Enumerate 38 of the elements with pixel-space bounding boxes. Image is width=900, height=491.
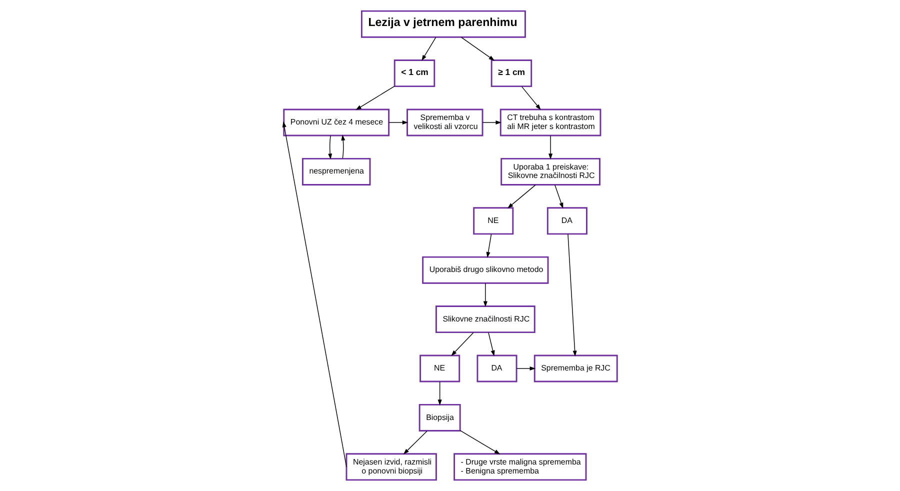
node-box: NE: [472, 207, 514, 235]
arrow: [567, 234, 576, 357]
node-box: - Druge vrste maligna sprememba - Benigna sprememba: [453, 453, 586, 481]
arrow: [402, 430, 427, 454]
arrow: [340, 134, 345, 159]
node-box: DA: [546, 207, 587, 235]
arrow: [355, 86, 394, 110]
arrow: [459, 430, 500, 454]
node-box: nespremenjena: [301, 158, 370, 186]
node-box: DA: [476, 354, 517, 382]
arrow: [282, 121, 346, 468]
node-box: Biopsija: [418, 404, 460, 432]
arrow: [437, 381, 442, 406]
node-box: NE: [419, 354, 460, 382]
node-box: Sprememba je RJC: [533, 354, 618, 382]
arrow: [482, 283, 487, 308]
arrow: [460, 37, 494, 61]
node-box: < 1 cm: [393, 60, 435, 88]
node-box: Sprememba v velikosti ali vzorcu: [406, 108, 483, 136]
arrow: [516, 366, 536, 371]
arrow: [520, 86, 540, 110]
arrow: [554, 184, 563, 209]
node-box: Uporaba 1 preiskave: Slikovne značilnosti RJC: [500, 158, 600, 186]
arrow: [421, 37, 436, 61]
arrow: [486, 234, 492, 258]
arrow: [328, 135, 332, 160]
node-box: Lezija v jetrnem parenhimu: [360, 10, 526, 38]
arrow: [450, 332, 474, 356]
node-box: Nejasen izvid, razmisli o ponovni biopsiji: [345, 453, 436, 481]
node-box: Uporabiš drugo slikovno metodo: [422, 256, 548, 284]
arrow: [482, 120, 502, 125]
arrow: [548, 135, 552, 160]
arrow: [506, 184, 536, 208]
node-box: Slikovne značilnosti RJC: [434, 306, 535, 334]
node-box: CT trebuha s kontrastom ali MR jeter s kontrastom: [499, 108, 601, 136]
arrow: [488, 332, 494, 356]
arrow: [388, 120, 408, 125]
node-box: ≥ 1 cm: [490, 60, 532, 88]
